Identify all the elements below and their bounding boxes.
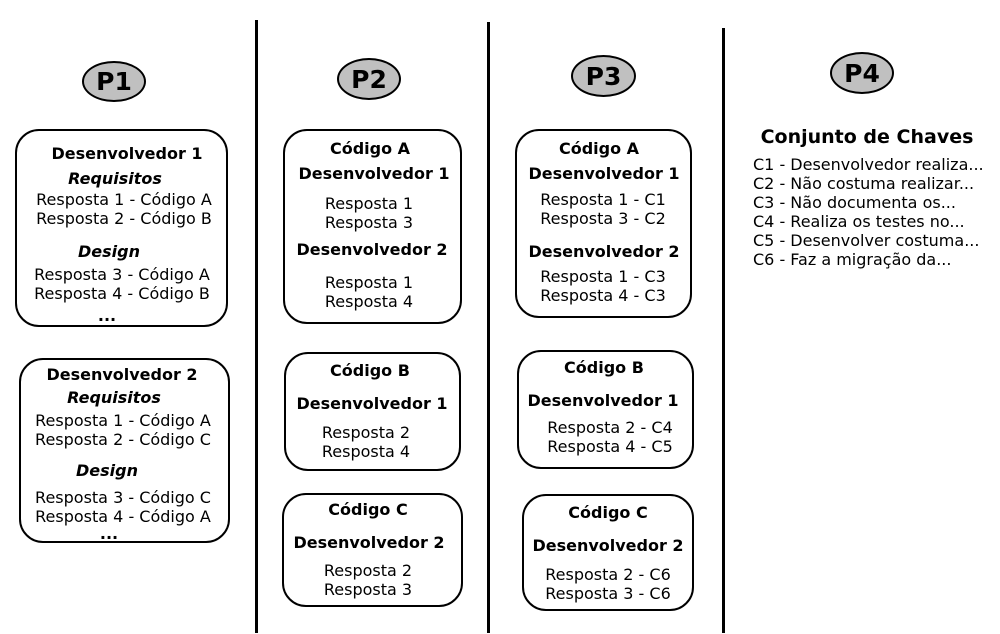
list-item: Resposta 2 (321, 423, 411, 442)
key-item: C5 - Desenvolver costuma... (753, 231, 980, 250)
phase-p2-label: P2 (337, 58, 401, 100)
list-item: Resposta 3 - Código A (34, 265, 210, 284)
list-item: Resposta 4 - Código B (34, 284, 210, 303)
list-item: Resposta 1 - C3 (540, 267, 666, 286)
section-name: Desenvolvedor 2 (293, 533, 445, 552)
column-divider-2 (487, 22, 490, 633)
group-title: Código B (564, 358, 644, 377)
list-item: Resposta 2 - Código C (35, 430, 211, 449)
section-name: Design (78, 242, 140, 261)
list-item: Resposta 3 - Código C (35, 488, 211, 507)
p3-group-codigo-a: Código A Desenvolvedor 1 Resposta 1 - C1… (515, 129, 692, 318)
list-item: Resposta 3 (324, 213, 414, 232)
list-item: Resposta 2 - C4 (547, 418, 673, 437)
section-name: Requisitos (68, 169, 162, 188)
group-title: Código C (328, 500, 408, 519)
section-name: Requisitos (67, 388, 161, 407)
group-title: Código C (568, 503, 648, 522)
list-item: Resposta 4 (324, 292, 414, 311)
phase-p3-label: P3 (571, 55, 636, 97)
list-item: Resposta 1 - Código A (36, 190, 212, 209)
key-item: C4 - Realiza os testes no... (753, 212, 965, 231)
more-ellipsis: ... (97, 306, 117, 325)
section-name: Design (76, 461, 138, 480)
list-item: Resposta 1 (324, 194, 414, 213)
list-item: Resposta 3 - C6 (545, 584, 671, 603)
section-name: Desenvolvedor 1 (296, 394, 448, 413)
list-item: Resposta 4 - C3 (540, 286, 666, 305)
key-item: C6 - Faz a migração da... (753, 250, 952, 269)
phase-p1-label: P1 (82, 61, 146, 102)
group-title: Código A (558, 139, 640, 158)
group-title: Código B (330, 361, 410, 380)
list-item: Resposta 1 - C1 (540, 190, 666, 209)
group-title: Desenvolvedor 2 (46, 365, 198, 384)
column-divider-3 (722, 28, 725, 633)
key-item: C2 - Não costuma realizar... (753, 174, 975, 193)
list-item: Resposta 2 - Código B (36, 209, 212, 228)
list-item: Resposta 2 - C6 (545, 565, 671, 584)
list-item: Resposta 1 - Código A (35, 411, 211, 430)
p3-group-codigo-b: Código B Desenvolvedor 1 Resposta 2 - C4… (517, 350, 694, 469)
list-item: Resposta 2 (323, 561, 413, 580)
list-item: Resposta 3 (323, 580, 413, 599)
list-item: Resposta 4 - Código A (35, 507, 211, 526)
p2-group-codigo-c: Código C Desenvolvedor 2 Resposta 2 Resp… (282, 493, 463, 607)
group-title: Código A (329, 139, 411, 158)
p1-group-desenvolvedor-1: Desenvolvedor 1 Requisitos Resposta 1 - … (15, 129, 228, 327)
phase-p4-label: P4 (830, 52, 894, 94)
section-name: Desenvolvedor 2 (528, 242, 680, 261)
list-item: Resposta 1 (324, 273, 414, 292)
list-item: Resposta 3 - C2 (540, 209, 666, 228)
more-ellipsis: ... (99, 524, 119, 543)
p3-group-codigo-c: Código C Desenvolvedor 2 Resposta 2 - C6… (522, 494, 694, 611)
section-name: Desenvolvedor 2 (296, 240, 448, 259)
group-title: Desenvolvedor 1 (51, 144, 203, 163)
list-item: Resposta 4 (321, 442, 411, 461)
column-divider-1 (255, 20, 258, 633)
section-name: Desenvolvedor 2 (532, 536, 684, 555)
section-name: Desenvolvedor 1 (298, 164, 450, 183)
section-name: Desenvolvedor 1 (528, 164, 680, 183)
key-item: C3 - Não documenta os... (753, 193, 956, 212)
section-name: Desenvolvedor 1 (527, 391, 679, 410)
p2-group-codigo-b: Código B Desenvolvedor 1 Resposta 2 Resp… (284, 352, 461, 471)
key-item: C1 - Desenvolvedor realiza... (753, 155, 984, 174)
keys-heading: Conjunto de Chaves (760, 126, 974, 148)
p2-group-codigo-a: Código A Desenvolvedor 1 Resposta 1 Resp… (283, 129, 462, 324)
p1-group-desenvolvedor-2: Desenvolvedor 2 Requisitos Resposta 1 - … (19, 358, 230, 543)
list-item: Resposta 4 - C5 (547, 437, 673, 456)
